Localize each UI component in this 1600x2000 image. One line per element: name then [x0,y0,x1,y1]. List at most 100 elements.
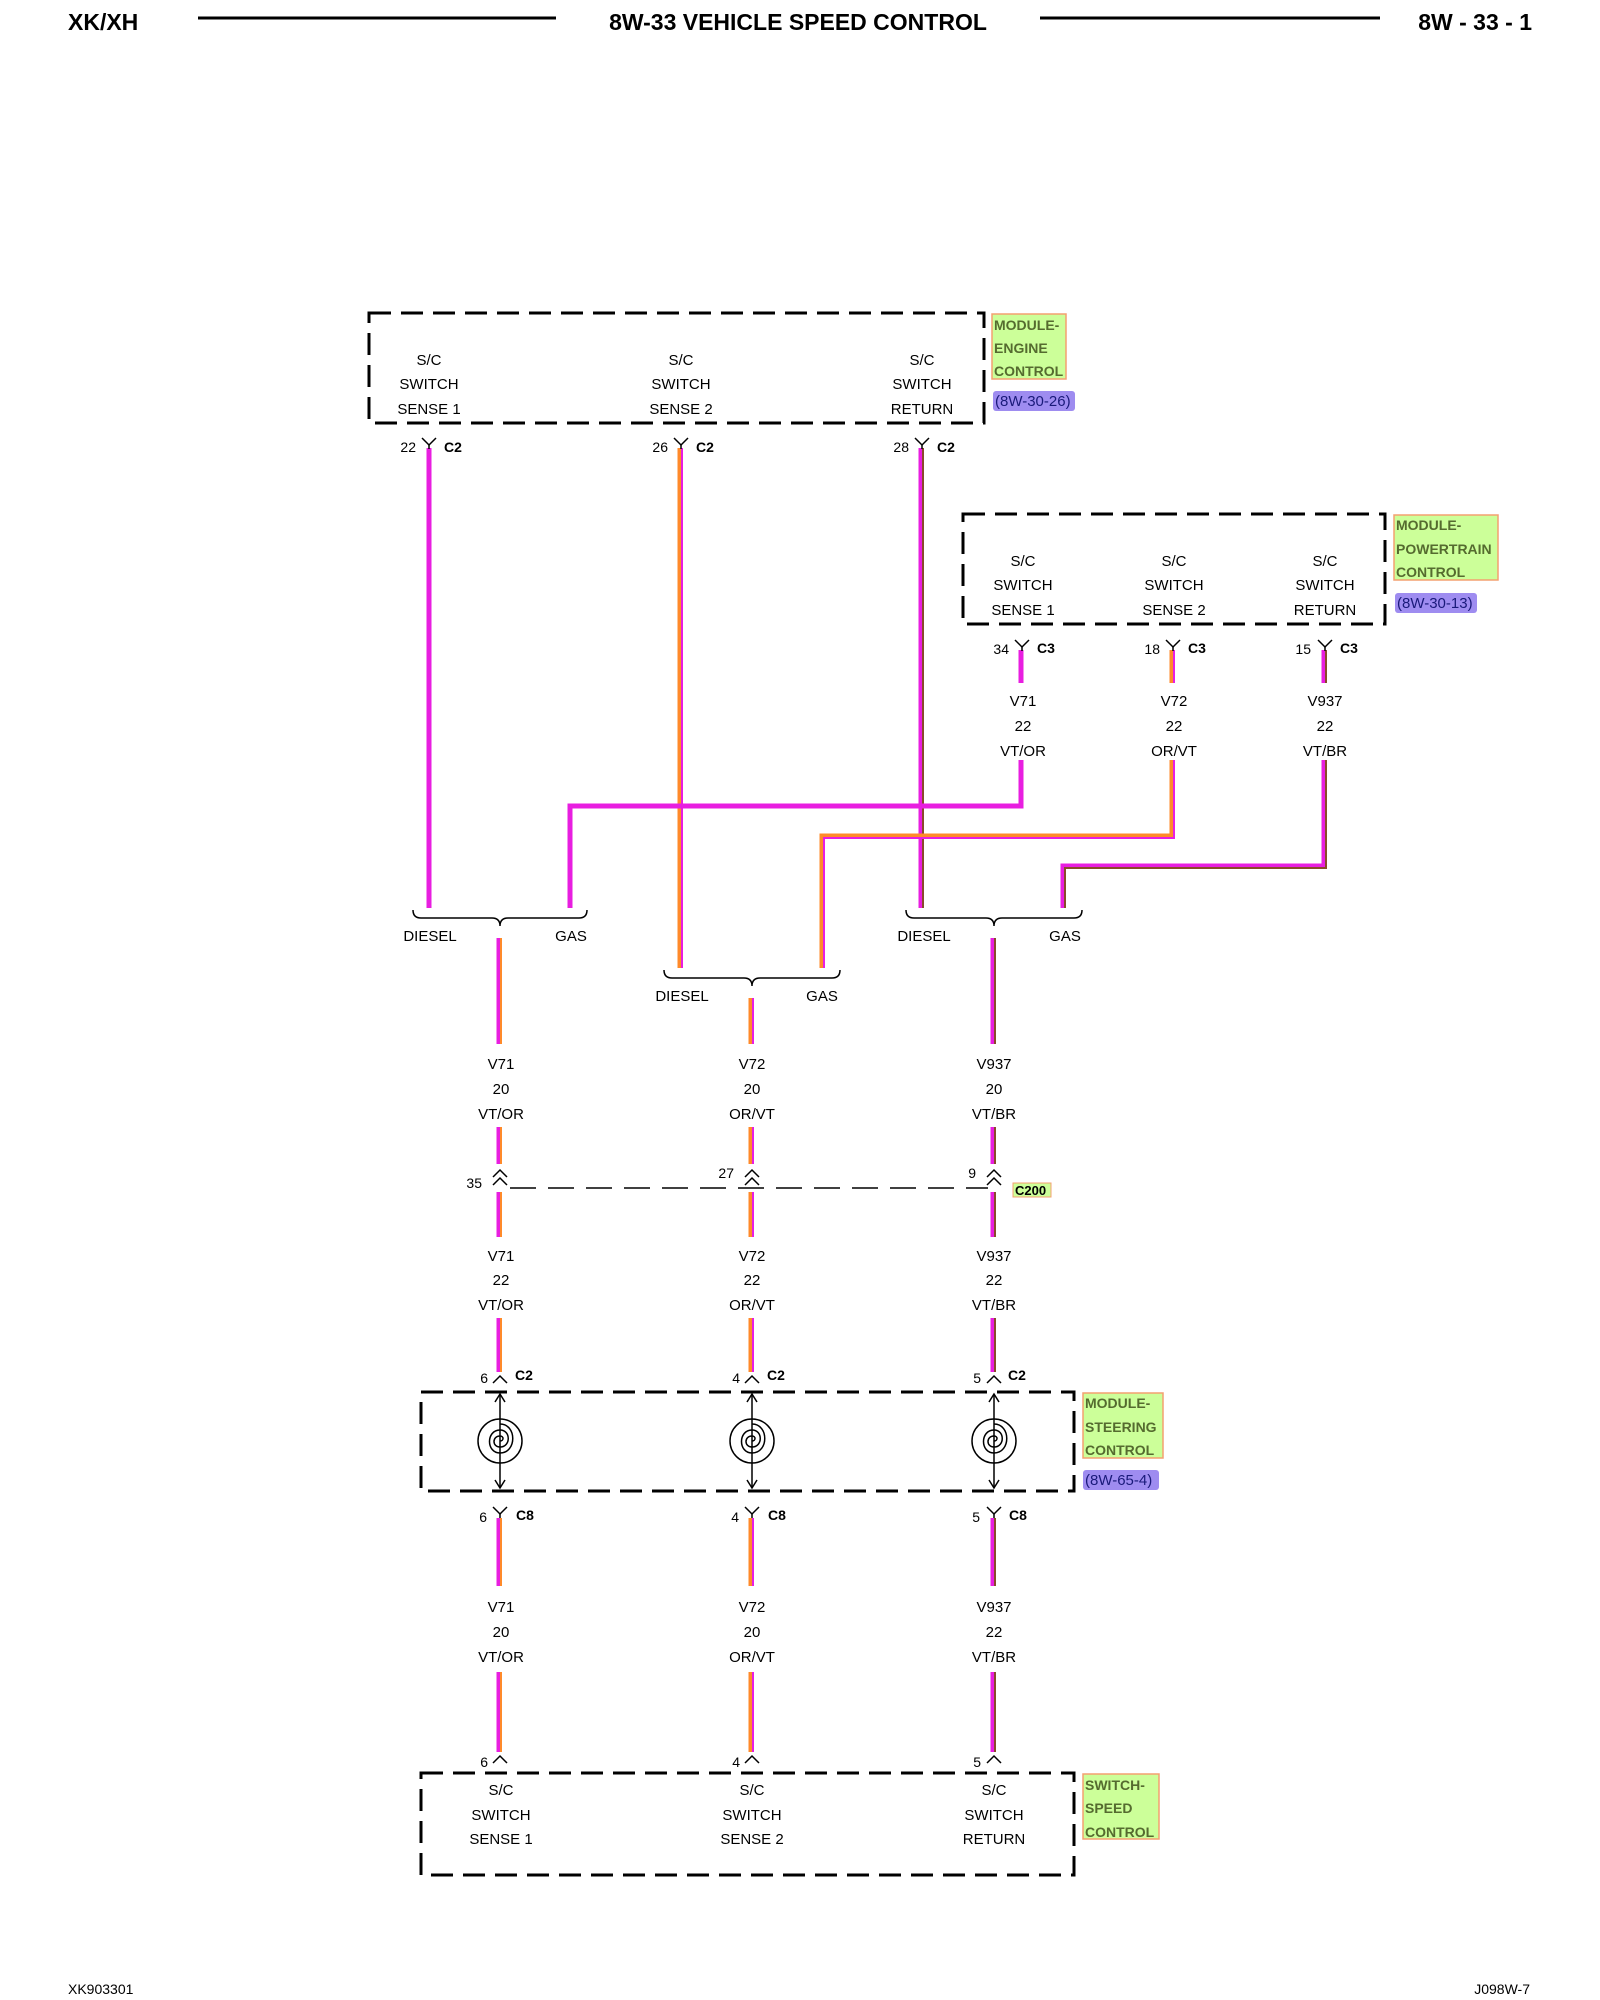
ecm-sense1-line1: S/C [416,352,441,369]
ecm-name-line2: ENGINE [994,340,1048,356]
wire-pcm-return [1060,650,1327,908]
steering-top-fork-2 [744,1375,760,1384]
steering-page-ref[interactable]: (8W-65-4) [1083,1470,1159,1490]
pcm-wire2-gauge: 22 [1166,718,1183,735]
ecm-sense2-connector: C2 [696,439,714,455]
c200-pin-27: 27 [718,1165,734,1181]
pcm-name-line1: MODULE- [1396,517,1462,533]
mid-v937-circuit: V937 [976,1248,1011,1265]
mid-v71-circuit: V71 [488,1248,515,1265]
pcm-wire1-gauge: 22 [1015,718,1032,735]
upper-v71-color: VT/OR [478,1106,524,1123]
wire-upper-v937 [990,938,996,1164]
module-engine-control: S/C SWITCH SENSE 1 22 C2 S/C SWITCH SENS… [367,311,1075,455]
pcm-sense2-pin: 18 [1144,641,1160,657]
steering-top-conn-1: C2 [515,1367,533,1383]
pcm-return-line2: SWITCH [1295,577,1354,594]
ecm-sense1-connector: C2 [444,439,462,455]
ecm-outline [367,311,986,425]
ecm-sense1-line3: SENSE 1 [397,401,460,418]
splice2-diesel-label: DIESEL [655,988,708,1005]
pcm-return-pin: 15 [1295,641,1311,657]
steering-top-pin-2: 4 [732,1370,740,1386]
switch-fork-3 [986,1755,1002,1764]
wire-mid-v937 [990,1192,996,1372]
steering-bottom-pin-1: 6 [479,1509,487,1525]
switch-pin-3: 5 [973,1754,981,1770]
lower-v71-gauge: 20 [493,1624,510,1641]
ecm-name-line1: MODULE- [994,317,1060,333]
steering-bottom-fork-1 [492,1506,508,1519]
steering-bottom-conn-1: C8 [516,1507,534,1523]
switch-name-label: SWITCH- SPEED CONTROL [1082,1773,1160,1840]
upper-v71-gauge: 20 [493,1081,510,1098]
pcm-sense1-pin: 34 [993,641,1009,657]
mid-v937-color: VT/BR [972,1297,1016,1314]
upper-v72-color: OR/VT [729,1106,775,1123]
c200-label-bg [1012,1182,1052,1198]
switch-speed-control: 6 4 5 S/C SWITCH SENSE 1 S/C SWITCH SENS… [419,1754,1160,1877]
pcm-sense2-line3: SENSE 2 [1142,602,1205,619]
mid-v71-color: VT/OR [478,1297,524,1314]
mid-v71-gauge: 22 [493,1272,510,1289]
wire-upper-v72 [748,998,754,1164]
c200-pin35-fork-a [492,1169,508,1178]
ecm-sense2-line2: SWITCH [651,376,710,393]
pcm-name-label: MODULE- POWERTRAIN CONTROL [1393,514,1499,581]
steering-top-fork-3 [986,1375,1002,1384]
ecm-sense2-terminal [673,437,689,450]
pcm-wire3-color: VT/BR [1303,743,1347,760]
module-powertrain-control: S/C SWITCH SENSE 1 34 C3 V71 22 VT/OR S/… [961,512,1499,760]
steering-top-fork-1 [492,1375,508,1384]
splice1-gas-label: GAS [555,928,587,945]
upper-v937-gauge: 20 [986,1081,1003,1098]
wire-pcm-sense2 [819,650,1175,968]
c200-pin27-fork-a [744,1169,760,1178]
mid-v72-color: OR/VT [729,1297,775,1314]
switch-name-line2: SPEED [1085,1800,1132,1816]
steering-outline [419,1390,1076,1493]
lower-v71-color: VT/OR [478,1649,524,1666]
switch-fork-2 [744,1755,760,1764]
upper-v937-color: VT/BR [972,1106,1016,1123]
switch-sense2-line3: SENSE 2 [720,1831,783,1848]
steering-top-conn-2: C2 [767,1367,785,1383]
ecm-return-line1: S/C [909,352,934,369]
c200-pin9-fork-b [986,1177,1002,1186]
mid-v937-gauge: 22 [986,1272,1003,1289]
clockspring-2-icon [729,1392,775,1490]
pcm-wire1-circuit: V71 [1010,693,1037,710]
pcm-sense2-connector: C3 [1188,640,1206,656]
switch-pin-2: 4 [732,1754,740,1770]
ecm-ref-link[interactable]: (8W-30-26) [995,393,1071,410]
switch-return-line2: SWITCH [964,1807,1023,1824]
upper-v937-circuit: V937 [976,1056,1011,1073]
ecm-page-ref[interactable]: (8W-30-26) [993,391,1075,411]
header-model: XK/XH [68,9,138,35]
pcm-wire3-gauge: 22 [1317,718,1334,735]
wire-mid-v71 [496,1192,502,1372]
wire-pcm-sense1 [567,650,1024,908]
pcm-return-line3: RETURN [1294,602,1357,619]
pcm-page-ref[interactable]: (8W-30-13) [1395,593,1477,613]
c200-pin9-fork-a [986,1169,1002,1178]
steering-bottom-fork-2 [744,1506,760,1519]
page-header: XK/XH 8W-33 VEHICLE SPEED CONTROL 8W - 3… [68,9,1532,35]
ecm-return-pin: 28 [893,439,909,455]
c200-pin27-fork-b [744,1177,760,1186]
mid-wire-labels: V71 22 VT/OR V72 22 OR/VT V937 22 VT/BR [478,1248,1016,1314]
pcm-return-connector: C3 [1340,640,1358,656]
footer-ref-id: J098W-7 [1474,1981,1530,1997]
pcm-name-line2: POWERTRAIN [1396,541,1492,557]
mid-v72-circuit: V72 [739,1248,766,1265]
splice-sense1: DIESEL GAS [403,909,588,945]
ecm-pin-return: S/C SWITCH RETURN 28 C2 [891,352,955,455]
switch-sense2-line1: S/C [739,1782,764,1799]
ecm-sense2-pin: 26 [652,439,668,455]
pcm-ref-link[interactable]: (8W-30-13) [1397,595,1473,612]
steering-ref-link[interactable]: (8W-65-4) [1085,1472,1152,1489]
splice-return: DIESEL GAS [897,909,1083,945]
pcm-wire1-color: VT/OR [1000,743,1046,760]
pcm-sense1-line3: SENSE 1 [991,602,1054,619]
steering-top-conn-3: C2 [1008,1367,1026,1383]
